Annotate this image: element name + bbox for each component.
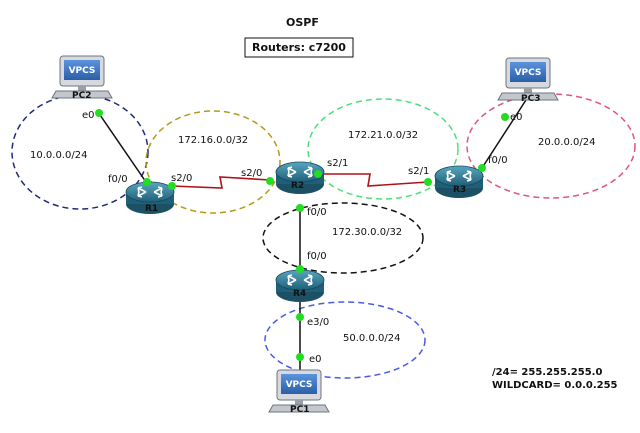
pc1-label: PC1 bbox=[290, 405, 309, 415]
pc3-vpcs-label: VPCS bbox=[515, 68, 542, 78]
r4-label: R4 bbox=[293, 289, 306, 299]
net-label-172-30: 172.30.0.0/32 bbox=[332, 227, 402, 238]
routers-box bbox=[244, 37, 354, 58]
pc-pc2[interactable]: VPCS bbox=[51, 55, 113, 99]
dot-r4-e30 bbox=[296, 313, 304, 321]
r3-label: R3 bbox=[453, 185, 466, 195]
dot-r1-f00 bbox=[143, 178, 151, 186]
net-label-172-21: 172.21.0.0/32 bbox=[348, 130, 418, 141]
net-label-50: 50.0.0.0/24 bbox=[343, 333, 400, 344]
link-pc3-r3 bbox=[481, 99, 527, 169]
net-label-172-16: 172.16.0.0/32 bbox=[178, 135, 248, 146]
iface-r3-f00: f0/0 bbox=[488, 155, 508, 166]
network-172-30-ellipse bbox=[262, 202, 424, 274]
dot-r3-f00 bbox=[478, 164, 486, 172]
r1-label: R1 bbox=[145, 204, 158, 214]
dot-pc1-e0 bbox=[296, 353, 304, 361]
iface-r2-f00: f0/0 bbox=[307, 207, 327, 218]
iface-r4-e30: e3/0 bbox=[307, 317, 329, 328]
net-label-10: 10.0.0.0/24 bbox=[30, 150, 87, 161]
pc3-label: PC3 bbox=[521, 94, 540, 104]
iface-r2-s20: s2/0 bbox=[241, 168, 262, 179]
iface-pc2-e0: e0 bbox=[82, 110, 95, 121]
pc2-vpcs-label: VPCS bbox=[69, 66, 96, 76]
link-pc2-r1 bbox=[97, 111, 149, 186]
pc-pc3[interactable]: VPCS bbox=[497, 57, 559, 101]
iface-r1-f00: f0/0 bbox=[108, 174, 128, 185]
pc2-label: PC2 bbox=[72, 91, 91, 101]
link-r2-r3-serial bbox=[318, 173, 429, 187]
r2-label: R2 bbox=[291, 181, 304, 191]
iface-pc1-e0: e0 bbox=[309, 354, 322, 365]
pc1-vpcs-label: VPCS bbox=[286, 380, 313, 390]
iface-r2-s21: s2/1 bbox=[327, 158, 348, 169]
routers-box-label: Routers: c7200 bbox=[252, 41, 346, 54]
mask-note: /24= 255.255.255.0 bbox=[492, 367, 602, 378]
dot-r2-s20 bbox=[266, 177, 274, 185]
dot-r3-s21 bbox=[424, 178, 432, 186]
diagram-title: OSPF bbox=[286, 16, 319, 29]
dot-r2-f00 bbox=[296, 204, 304, 212]
dot-pc3-e0 bbox=[501, 113, 509, 121]
iface-pc3-e0: e0 bbox=[510, 112, 523, 123]
iface-r3-s21: s2/1 bbox=[408, 166, 429, 177]
iface-r1-s20: s2/0 bbox=[171, 173, 192, 184]
network-172-21-ellipse bbox=[307, 98, 459, 200]
network-172-16-ellipse bbox=[145, 110, 281, 214]
dot-pc2-e0 bbox=[95, 109, 103, 117]
network-50-ellipse bbox=[264, 301, 426, 379]
iface-r4-f00: f0/0 bbox=[307, 251, 327, 262]
link-endpoint-dots bbox=[95, 109, 509, 361]
link-r1-r2-serial bbox=[171, 176, 271, 189]
pc-pc1[interactable]: VPCS bbox=[268, 369, 330, 413]
dot-r1-s20 bbox=[168, 182, 176, 190]
dot-r4-f00 bbox=[296, 265, 304, 273]
net-label-20: 20.0.0.0/24 bbox=[538, 137, 595, 148]
dot-r2-s21 bbox=[314, 170, 322, 178]
wildcard-note: WILDCARD= 0.0.0.255 bbox=[492, 380, 618, 391]
